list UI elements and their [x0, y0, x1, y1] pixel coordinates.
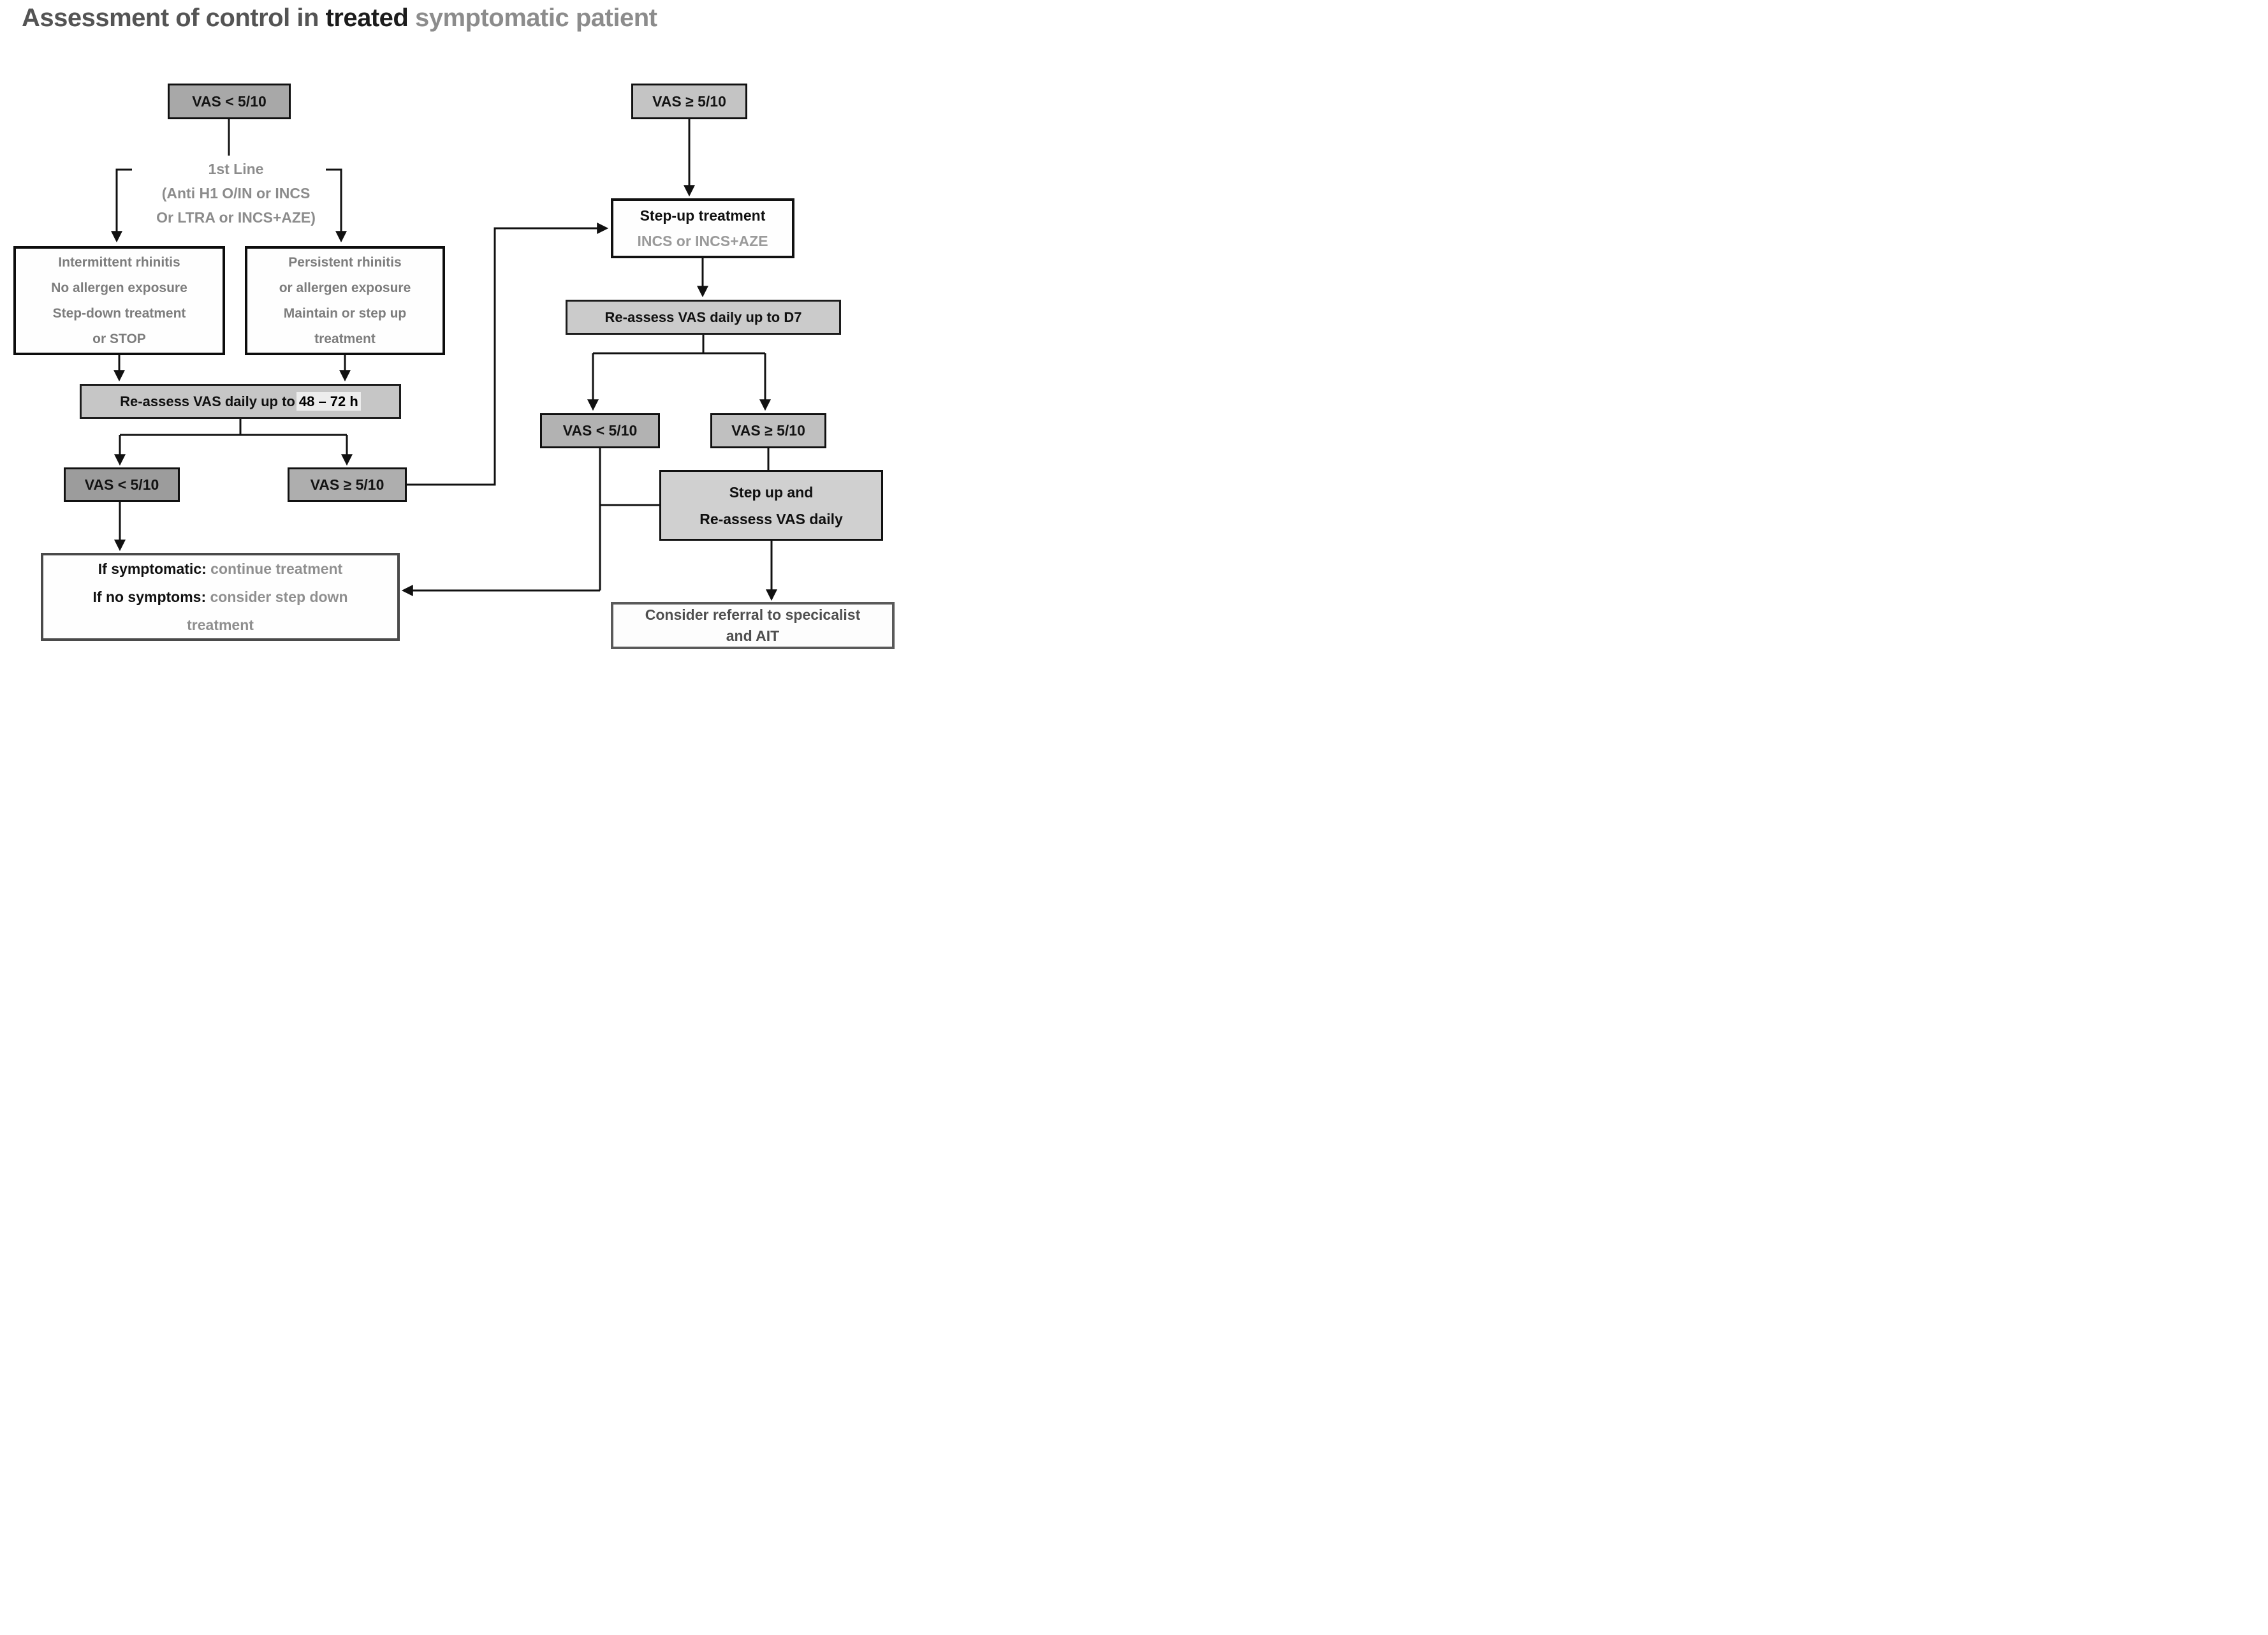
connector-d7-split	[593, 335, 765, 355]
first-line-row: (Anti H1 O/IN or INCS	[161, 185, 311, 202]
node-text-line: Step-down treatment	[52, 305, 186, 321]
bar-text-prefix: Re-assess VAS daily up to	[120, 393, 295, 409]
step-up-title: Step-up treatment	[640, 207, 766, 224]
referral-line: and AIT	[726, 627, 780, 644]
page-title: Assessment of control in treated symptom…	[22, 4, 657, 33]
node-vas-lt-top: VAS < 5/10	[168, 84, 291, 119]
outcome-label: If no symptoms:	[92, 589, 207, 605]
outcome-label: If symptomatic:	[98, 561, 207, 577]
first-line-row: 1st Line	[208, 161, 264, 177]
node-text-line: Intermittent rhinitis	[58, 254, 180, 270]
node-step-up-reassess: Step up and Re-assess VAS daily	[659, 470, 883, 541]
node-vas-lt-d7: VAS < 5/10	[540, 413, 660, 448]
outcome-line-2: If no symptoms: consider step down	[93, 583, 348, 611]
title-emphasis: treated	[325, 4, 409, 32]
outcome-value: consider step down	[206, 589, 348, 605]
step-up-detail: INCS or INCS+AZE	[637, 233, 768, 249]
node-intermittent-rhinitis: Intermittent rhinitis No allergen exposu…	[13, 246, 225, 355]
first-line-row: Or LTRA or INCS+AZE)	[156, 209, 316, 226]
bar-text-highlight: 48 – 72 h	[296, 392, 361, 411]
title-suffix: symptomatic patient	[408, 4, 657, 32]
connector-bracket-right	[326, 168, 347, 243]
outcome-value: continue treatment	[206, 561, 343, 577]
connector-bar48-split	[120, 419, 347, 436]
node-vas-ge-48h: VAS ≥ 5/10	[288, 467, 407, 502]
node-text-line: treatment	[314, 331, 376, 346]
node-text-line: No allergen exposure	[51, 280, 187, 295]
title-prefix: Assessment of control in	[22, 4, 326, 32]
step-up-reassess-line: Step up and	[729, 483, 814, 501]
node-step-up-treatment: Step-up treatment INCS or INCS+AZE	[611, 198, 794, 258]
node-referral: Consider referral to specicalist and AIT	[611, 602, 895, 649]
first-line-annotation: 1st Line (Anti H1 O/IN or INCS Or LTRA o…	[125, 155, 347, 231]
node-vas-ge-d7: VAS ≥ 5/10	[710, 413, 826, 448]
outcome-line-1: If symptomatic: continue treatment	[98, 555, 342, 583]
node-text-line: Persistent rhinitis	[288, 254, 402, 270]
outcome-line-3: treatment	[187, 617, 254, 633]
referral-line: Consider referral to specicalist	[645, 606, 861, 623]
step-up-reassess-line: Re-assess VAS daily	[699, 510, 843, 527]
connector-bracket-left	[111, 168, 132, 243]
node-text-line: or STOP	[92, 331, 146, 346]
node-reassess-d7: Re-assess VAS daily up to D7	[566, 300, 841, 335]
connector-rvaslt-trunk	[599, 448, 659, 590]
node-persistent-rhinitis: Persistent rhinitis or allergen exposure…	[245, 246, 445, 355]
node-vas-lt-48h: VAS < 5/10	[64, 467, 180, 502]
node-text-line: Maintain or step up	[283, 305, 407, 321]
flowchart-canvas: Assessment of control in treated symptom…	[0, 0, 908, 654]
connector-vasge-to-stepup	[407, 223, 609, 486]
node-text-line: or allergen exposure	[279, 280, 411, 295]
connector-layer	[111, 119, 777, 601]
node-vas-ge-top: VAS ≥ 5/10	[631, 84, 747, 119]
node-outcome: If symptomatic: continue treatment If no…	[41, 553, 400, 641]
